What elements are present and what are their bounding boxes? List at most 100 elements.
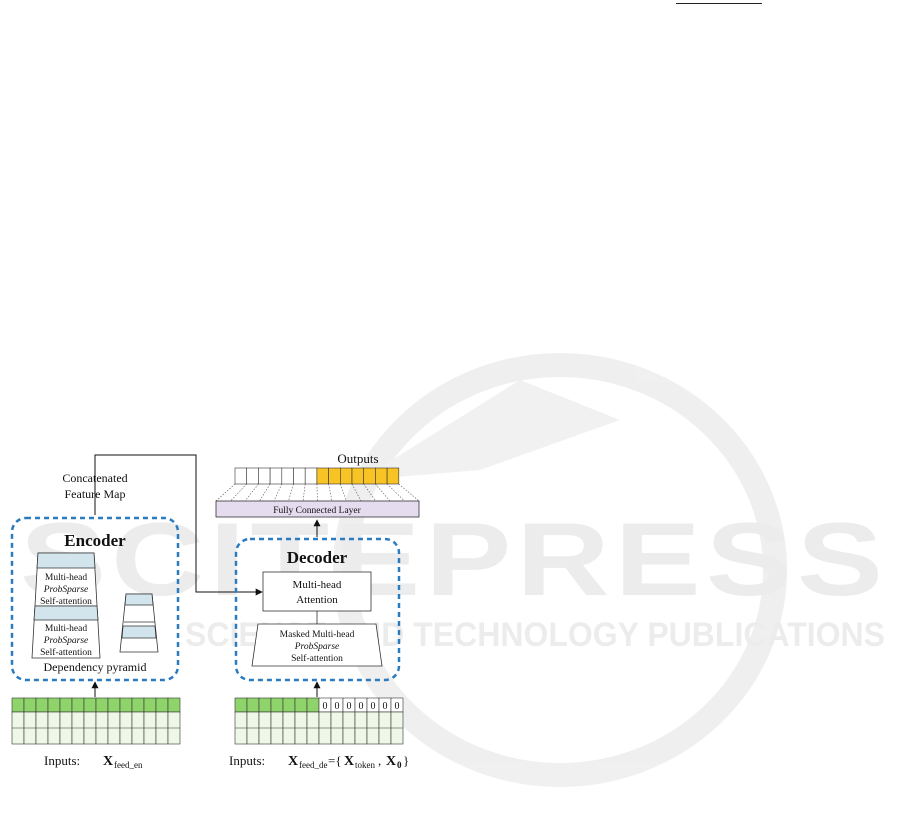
output-context-cell (269, 467, 283, 485)
encoder-dashed-border (10, 516, 180, 682)
multi-head-attention-box (262, 571, 372, 612)
output-sequence (234, 467, 400, 485)
decoder-token-var: X (344, 754, 354, 769)
output-fan-line (288, 483, 294, 502)
decoder-zero-value: 0 (347, 701, 352, 712)
output-fan-line (351, 483, 362, 502)
output-fan-line (316, 483, 318, 502)
encoder-input-prefix: Inputs: (44, 753, 80, 768)
output-fan-line (398, 483, 420, 502)
concat-connector-arrow (94, 454, 263, 596)
output-fan-line (302, 483, 306, 502)
encoder-block1-line3: Self-attention (40, 596, 92, 607)
decoder-title: Decoder (287, 548, 348, 567)
decoder-zero-value: 0 (323, 701, 328, 712)
output-context-cell (246, 467, 259, 485)
decoder-input-sub: feed_de (299, 760, 327, 770)
encoder-input-cell-top (59, 697, 73, 713)
decoder-zero-value: 0 (359, 701, 364, 712)
decoder-input-var: X (288, 754, 298, 769)
encoder-block2-line1: Multi-head (45, 624, 87, 634)
encoder-title: Encoder (64, 531, 126, 550)
decoder-token-cell-top (294, 697, 308, 713)
decoder-token-cell-top (270, 697, 284, 713)
encoder-input-cell-top (11, 697, 25, 713)
decoder-zero-value: 0 (335, 701, 340, 712)
decoder-token-cell-top (246, 697, 260, 713)
output-context-cell (281, 467, 294, 485)
encoder-input-sub: feed_en (114, 760, 143, 770)
attention-line2: Attention (296, 594, 338, 606)
encoder-block2-line2: ProbSparse (43, 636, 89, 646)
output-fan-line (328, 483, 333, 502)
output-fan-line (230, 483, 247, 502)
watermark-swoosh (360, 380, 620, 480)
encoder-input-cell-top (23, 697, 37, 713)
output-prediction-cell (363, 467, 376, 485)
output-context-cell (304, 467, 318, 485)
encoder-input-cell-top (155, 697, 169, 713)
encoder-input-cell-top (131, 697, 145, 713)
decoder-zero-value: 0 (383, 701, 388, 712)
decoder-zero-value: 0 (395, 701, 400, 712)
encoder-small-shade-1 (124, 593, 154, 606)
decoder-token-cell-top (282, 697, 296, 713)
output-context-cell (258, 467, 271, 485)
fully-connected-layer-label: Fully Connected Layer (273, 506, 361, 516)
decoder-input-comma: , (378, 753, 381, 768)
encoder-input-cell-top (119, 697, 133, 713)
watermark-main: SCITEPRESS (20, 502, 888, 618)
output-fan-line (340, 483, 347, 502)
encoder-small-shade-2 (121, 625, 157, 639)
encoder-input-grid (11, 697, 181, 745)
encoder-block: Encoder Multi-head ProbSparse Self-atten… (10, 516, 180, 682)
watermark: SCITEPRESS SCIENCE AND TECHNOLOGY PUBLIC… (20, 353, 888, 787)
output-fan-line (259, 483, 271, 502)
decoder-input-close: } (403, 753, 409, 768)
attention-line1: Multi-head (293, 579, 342, 591)
decoder-token-cell-top (234, 697, 248, 713)
dependency-pyramid-label: Dependency pyramid (44, 660, 147, 674)
encoder-layer-shade-1 (36, 552, 96, 569)
output-prediction-cell (316, 467, 329, 485)
decoder-dashed-border (234, 537, 401, 682)
output-prediction-cell (328, 467, 341, 485)
decoder-token-cell-top (306, 697, 320, 713)
encoder-layer-shade-2 (33, 605, 99, 621)
encoder-input-cell-top (47, 697, 61, 713)
output-fan-line (386, 483, 405, 502)
output-context-cell (234, 467, 247, 485)
masked-line1: Masked Multi-head (280, 630, 355, 640)
watermark-ring (333, 353, 787, 787)
output-prediction-cell (375, 467, 388, 485)
decoder-input-prefix: Inputs: (229, 753, 265, 768)
output-dotted-fan (215, 483, 420, 502)
decoder-block: Decoder Multi-head Attention Masked Mult… (234, 537, 401, 682)
encoder-input-cell-top (107, 697, 121, 713)
output-prediction-cell (351, 467, 364, 485)
output-prediction-cell (386, 467, 400, 485)
decoder-zero-sub: 0 (397, 760, 402, 770)
encoder-block1-line2: ProbSparse (43, 585, 89, 595)
output-fan-line (375, 483, 391, 502)
output-fan-line (215, 483, 236, 502)
encoder-input-cell-top (167, 697, 181, 713)
output-fan-line (363, 483, 376, 502)
masked-attention-trapezoid (251, 623, 383, 667)
output-prediction-cell (339, 467, 353, 485)
output-context-cell (293, 467, 306, 485)
decoder-token-sub: token (355, 760, 375, 770)
decoder-token-cell-top (258, 697, 272, 713)
top-rule (676, 3, 762, 4)
outputs-label: Outputs (337, 451, 378, 466)
encoder-block2-line3: Self-attention (40, 647, 92, 658)
output-fan-line (273, 483, 283, 502)
decoder-zero-var: X (386, 754, 396, 769)
decoder-input-eq: ={ (328, 753, 342, 768)
encoder-input-cell-top (83, 697, 97, 713)
fully-connected-layer (215, 500, 420, 518)
encoder-input-cell-top (95, 697, 109, 713)
masked-line2: ProbSparse (294, 642, 340, 652)
